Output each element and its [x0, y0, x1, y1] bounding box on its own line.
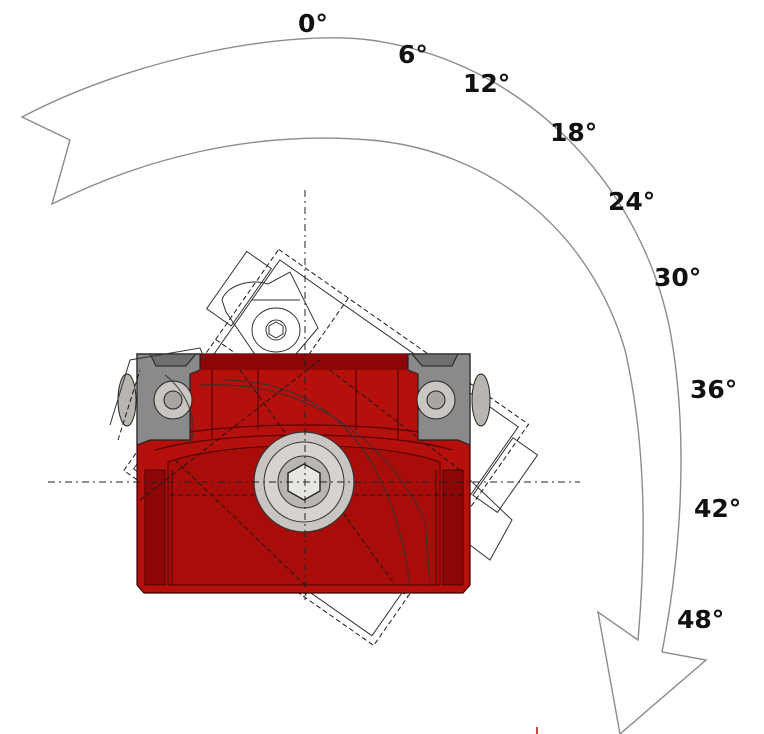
right-clamp — [407, 353, 491, 446]
angle-label-30: 30° — [654, 263, 701, 292]
angle-label-48: 48° — [677, 605, 724, 634]
center-lines — [48, 190, 580, 600]
angle-label-24: 24° — [608, 187, 655, 216]
angle-label-18: 18° — [550, 118, 597, 147]
angle-label-42: 42° — [694, 494, 741, 523]
angle-label-6: 6° — [398, 40, 428, 69]
rotation-arrow-icon — [20, 37, 708, 734]
ghost-left-overlay — [109, 347, 206, 446]
angle-label-36: 36° — [690, 375, 737, 404]
angle-label-0: 0° — [298, 9, 328, 38]
left-clamp — [117, 353, 201, 446]
angle-label-12: 12° — [463, 69, 510, 98]
